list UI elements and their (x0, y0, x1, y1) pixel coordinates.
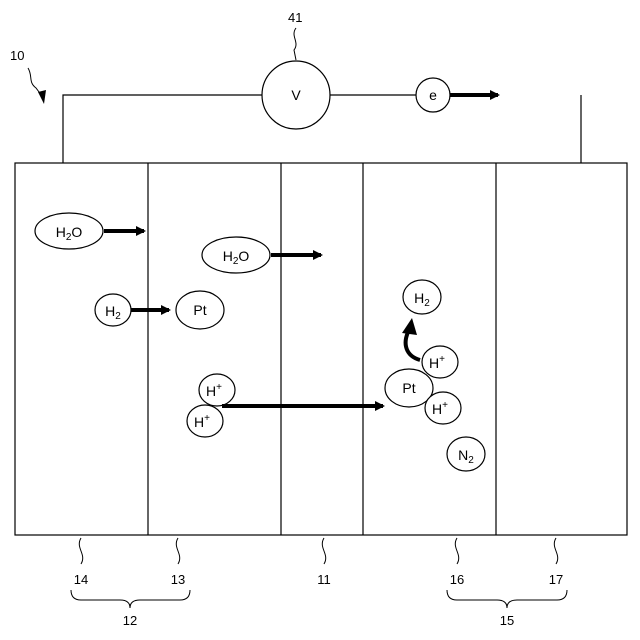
ref-label-12: 12 (123, 613, 137, 628)
ref-label-16: 16 (450, 572, 464, 587)
ref-label-14: 14 (74, 572, 88, 587)
water-molecule-left (35, 213, 103, 249)
ref-label-device: 10 (10, 48, 24, 63)
leader-line-14 (79, 538, 82, 564)
ref-label-11: 11 (317, 572, 331, 587)
voltmeter-leader-line (294, 28, 296, 60)
leader-line-13 (176, 538, 179, 564)
ref-label-15: 15 (500, 613, 514, 628)
leader-line-16 (455, 538, 458, 564)
water-molecule-middle (202, 237, 270, 273)
electron-symbol: e (429, 87, 437, 103)
ref-label-voltmeter: 41 (288, 10, 302, 25)
cell-body (15, 163, 627, 535)
platinum-catalyst-left-label: Pt (193, 302, 206, 318)
device-leader-arrowhead (38, 90, 46, 104)
leader-line-11 (322, 538, 325, 564)
group-brace-12 (71, 590, 190, 608)
ref-label-17: 17 (549, 572, 563, 587)
platinum-catalyst-right-label: Pt (402, 380, 415, 396)
voltmeter-symbol: V (291, 87, 301, 103)
ref-label-13: 13 (171, 572, 185, 587)
group-brace-15 (447, 590, 567, 608)
leader-line-17 (554, 538, 557, 564)
